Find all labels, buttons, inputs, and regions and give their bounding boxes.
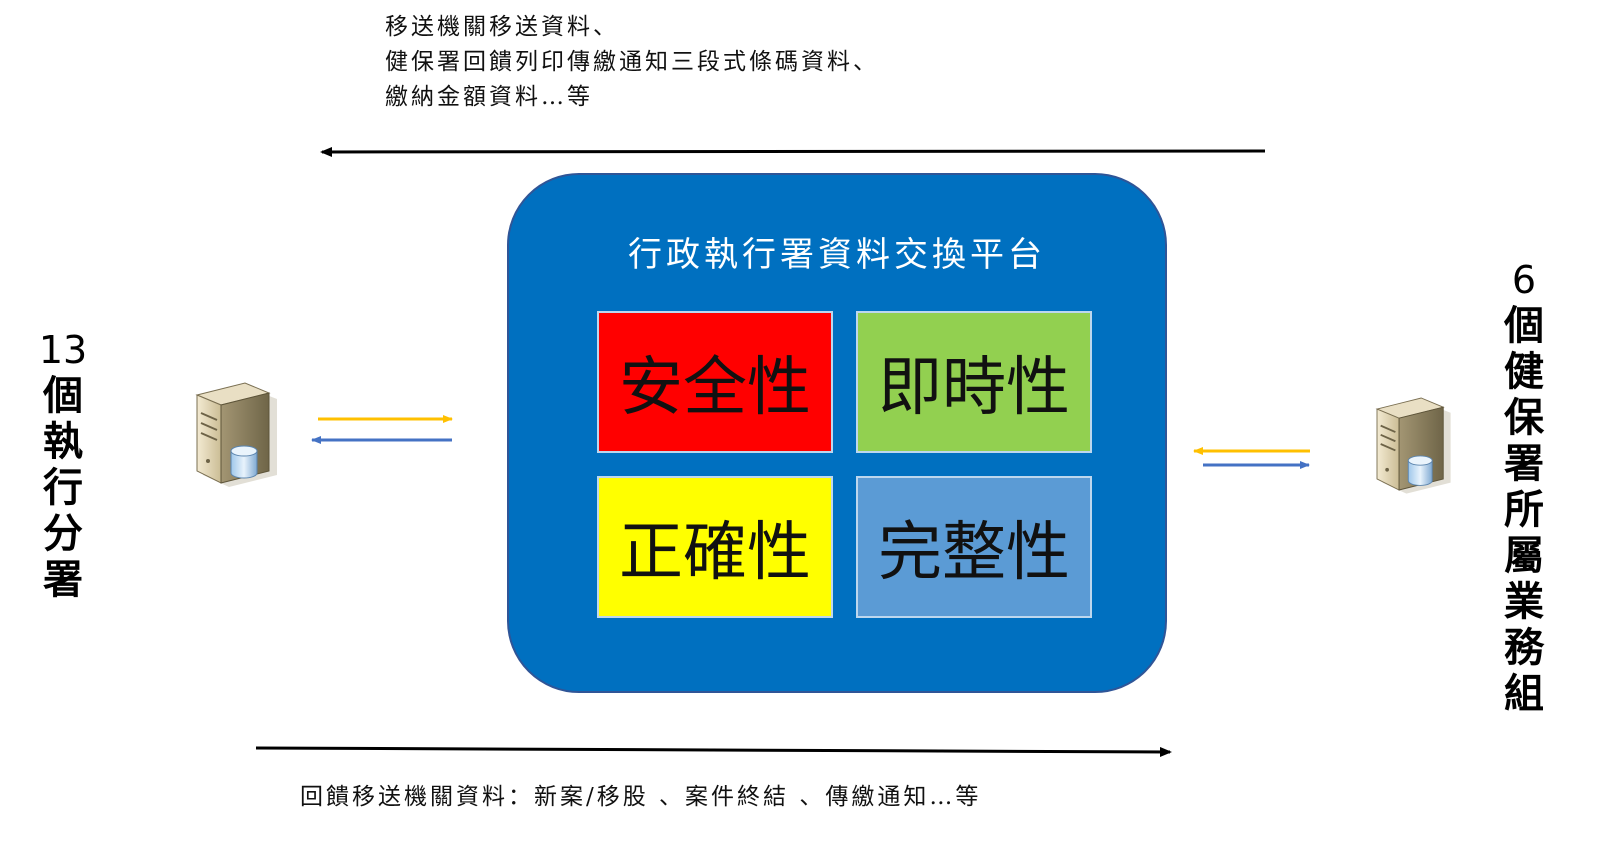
right-label-number: 6 [1511, 258, 1537, 302]
top-note-line: 移送機關移送資料、 [385, 14, 619, 40]
left-label-char: 執 [43, 419, 83, 465]
top-flow-arrow [320, 146, 1266, 157]
top-note-line: 繳納金額資料…等 [385, 84, 593, 110]
cell-realtime: 即時性 [856, 311, 1092, 453]
right-label-char: 保 [1504, 395, 1544, 441]
right-label-char: 個 [1504, 303, 1544, 349]
platform-title: 行政執行署資料交換平台 [628, 235, 1046, 275]
right-label-char: 務 [1504, 625, 1544, 671]
left-label-char: 分 [43, 511, 83, 557]
cell-accuracy: 正確性 [597, 476, 833, 618]
right-label-char: 健 [1504, 349, 1544, 395]
right-label-char: 所 [1504, 487, 1544, 533]
cell-security: 安全性 [597, 311, 833, 453]
bottom-note: 回饋移送機關資料：新案/移股 、案件終結 、傳繳通知…等 [300, 784, 982, 810]
right-label-char: 組 [1504, 671, 1544, 717]
top-note-line: 健保署回饋列印傳繳通知三段式條碼資料、 [385, 49, 879, 75]
left-label-char: 個 [43, 373, 83, 419]
cell-integrity: 完整性 [856, 476, 1092, 618]
left-agency-label: 13 個 執 行 分 署 [33, 327, 93, 603]
right-label-char: 業 [1504, 579, 1544, 625]
top-note: 移送機關移送資料、 健保署回饋列印傳繳通知三段式條碼資料、 繳納金額資料…等 [385, 10, 879, 115]
right-label-char: 屬 [1504, 533, 1544, 579]
right-label-char: 署 [1504, 441, 1544, 487]
right-agency-label: 6 個 健 保 署 所 屬 業 務 組 [1494, 257, 1554, 717]
server-database-icon [195, 382, 277, 487]
bottom-flow-arrow [255, 746, 1172, 757]
server-database-icon [1375, 397, 1451, 494]
left-label-char: 署 [43, 557, 83, 603]
data-exchange-platform: 行政執行署資料交換平台 安全性 即時性 正確性 完整性 [507, 173, 1167, 693]
left-label-char: 行 [43, 465, 83, 511]
left-label-number: 13 [38, 328, 88, 372]
